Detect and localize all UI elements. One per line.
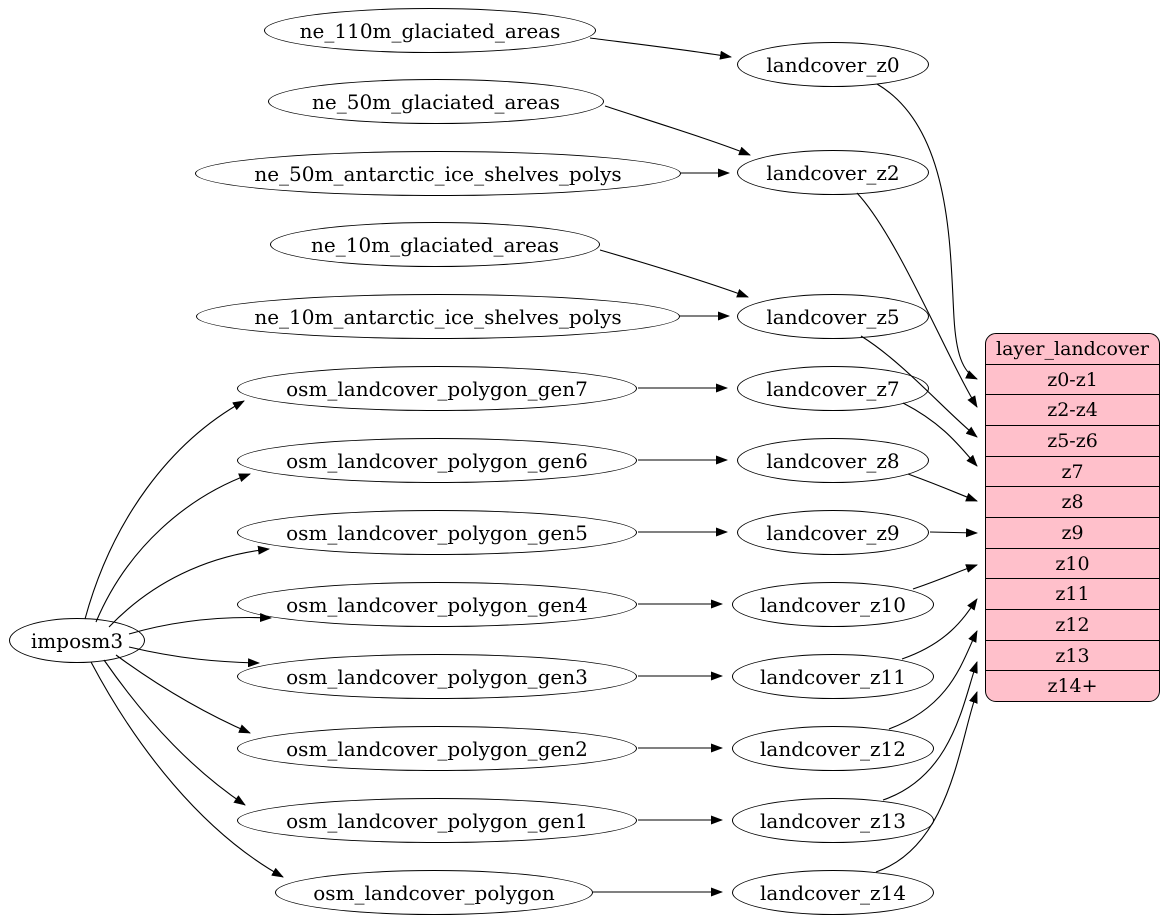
node-osm-landcover-polygon-gen2: osm_landcover_polygon_gen2 <box>237 726 637 771</box>
node-landcover-z0: landcover_z0 <box>737 42 929 87</box>
record-row-z14: z14+ <box>986 670 1159 701</box>
node-label: landcover_z7 <box>766 376 900 401</box>
node-label: ne_50m_glaciated_areas <box>312 89 560 114</box>
node-label: osm_landcover_polygon <box>313 880 555 905</box>
node-label: imposm3 <box>30 628 124 653</box>
record-layer-landcover: layer_landcover z0-z1 z2-z4 z5-z6 z7 z8 … <box>985 333 1160 702</box>
record-row-z11: z11 <box>986 578 1159 609</box>
edge-imposm3-gen4 <box>128 613 272 635</box>
node-landcover-z11: landcover_z11 <box>732 654 934 699</box>
node-label: ne_110m_glaciated_areas <box>299 18 561 43</box>
edge-ne10g-z5 <box>599 249 749 298</box>
node-label: landcover_z12 <box>760 736 906 761</box>
node-ne-50m-antarctic-ice-shelves-polys: ne_50m_antarctic_ice_shelves_polys <box>195 151 681 196</box>
edge-z14-row <box>875 691 978 873</box>
record-row-z12: z12 <box>986 609 1159 640</box>
record-row-z0-z1: z0-z1 <box>986 363 1159 395</box>
node-osm-landcover-polygon-gen6: osm_landcover_polygon_gen6 <box>237 438 637 483</box>
node-label: landcover_z13 <box>760 808 906 833</box>
edge-imposm3-gen2 <box>115 654 251 734</box>
node-landcover-z7: landcover_z7 <box>737 366 929 411</box>
edge-imposm3-gen1 <box>103 659 246 806</box>
node-osm-landcover-polygon: osm_landcover_polygon <box>275 870 593 915</box>
node-ne-50m-glaciated-areas: ne_50m_glaciated_areas <box>268 79 604 124</box>
node-ne-110m-glaciated-areas: ne_110m_glaciated_areas <box>264 8 596 53</box>
edge-imposm3-gen3 <box>128 646 260 668</box>
node-imposm3: imposm3 <box>9 618 145 663</box>
node-landcover-z2: landcover_z2 <box>737 150 929 195</box>
edge-z0-row <box>876 83 978 380</box>
node-label: osm_landcover_polygon_gen2 <box>286 736 588 761</box>
record-row-z2-z4: z2-z4 <box>986 394 1159 425</box>
edge-z9-row <box>929 528 978 538</box>
edge-imposm3-polygon <box>90 661 284 878</box>
record-row-z10: z10 <box>986 547 1159 579</box>
node-landcover-z9: landcover_z9 <box>737 510 929 555</box>
node-label: osm_landcover_polygon_gen1 <box>286 808 588 833</box>
node-landcover-z14: landcover_z14 <box>732 870 934 915</box>
node-ne-10m-glaciated-areas: ne_10m_glaciated_areas <box>270 222 600 267</box>
node-osm-landcover-polygon-gen4: osm_landcover_polygon_gen4 <box>237 582 637 627</box>
node-label: landcover_z5 <box>766 304 900 329</box>
node-label: landcover_z10 <box>760 592 906 617</box>
record-row-z8: z8 <box>986 486 1159 517</box>
node-label: landcover_z14 <box>760 880 906 905</box>
edge-z10-row <box>912 564 978 590</box>
node-landcover-z8: landcover_z8 <box>737 438 929 483</box>
node-landcover-z12: landcover_z12 <box>732 726 934 771</box>
edge-z8-row <box>907 473 978 502</box>
node-label: landcover_z2 <box>766 160 900 185</box>
node-osm-landcover-polygon-gen5: osm_landcover_polygon_gen5 <box>237 510 637 555</box>
record-row-z7: z7 <box>986 455 1159 487</box>
node-label: osm_landcover_polygon_gen4 <box>286 592 588 617</box>
node-osm-landcover-polygon-gen1: osm_landcover_polygon_gen1 <box>237 798 637 843</box>
node-label: landcover_z8 <box>766 448 900 473</box>
record-row-z9: z9 <box>986 517 1159 548</box>
node-label: osm_landcover_polygon_gen3 <box>286 664 588 689</box>
node-landcover-z13: landcover_z13 <box>732 798 934 843</box>
node-label: landcover_z0 <box>766 52 900 77</box>
edge-imposm3-gen5 <box>108 545 270 628</box>
node-label: ne_10m_antarctic_ice_shelves_polys <box>254 304 622 329</box>
node-landcover-z5: landcover_z5 <box>737 294 929 339</box>
edge-imposm3-gen6 <box>95 473 251 623</box>
node-label: landcover_z9 <box>766 520 900 545</box>
node-label: ne_50m_antarctic_ice_shelves_polys <box>254 161 622 186</box>
node-label: osm_landcover_polygon_gen6 <box>286 448 588 473</box>
record-title: layer_landcover <box>996 337 1149 360</box>
node-osm-landcover-polygon-gen7: osm_landcover_polygon_gen7 <box>237 366 637 411</box>
node-ne-10m-antarctic-ice-shelves-polys: ne_10m_antarctic_ice_shelves_polys <box>196 294 680 339</box>
node-label: osm_landcover_polygon_gen5 <box>286 520 588 545</box>
record-row-z13: z13 <box>986 639 1159 671</box>
node-label: landcover_z11 <box>760 664 906 689</box>
edge-ne50g-z2 <box>604 105 751 156</box>
edge-imposm3-gen7 <box>84 400 245 620</box>
node-label: osm_landcover_polygon_gen7 <box>286 376 588 401</box>
node-osm-landcover-polygon-gen3: osm_landcover_polygon_gen3 <box>237 654 637 699</box>
record-row-z5-z6: z5-z6 <box>986 425 1159 456</box>
node-label: ne_10m_glaciated_areas <box>311 232 559 257</box>
node-landcover-z10: landcover_z10 <box>732 582 934 627</box>
edge-ne110-z0 <box>589 37 732 60</box>
